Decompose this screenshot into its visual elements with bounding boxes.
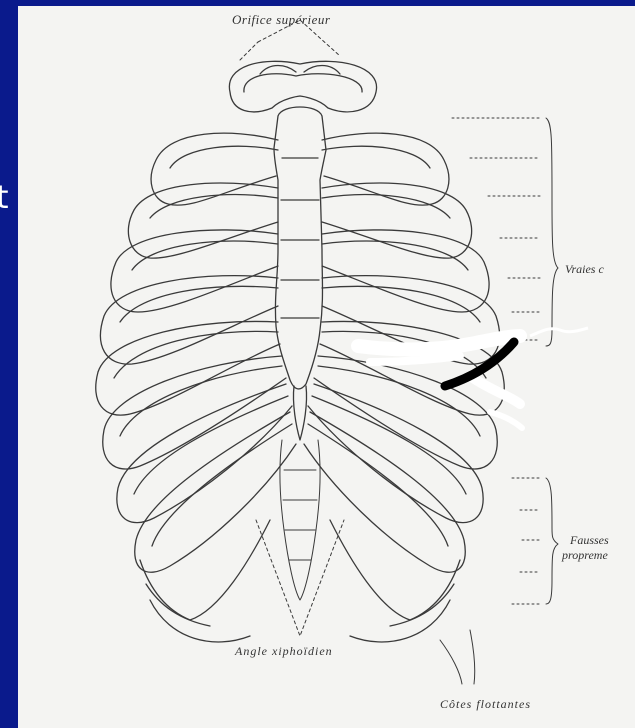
fausses-line-2: propreme bbox=[562, 548, 609, 563]
orifice-label: Orifice supérieur bbox=[232, 12, 330, 28]
fausses-cotes-label: Fausses propreme bbox=[570, 533, 609, 563]
vraies-cotes-label: Vraies c bbox=[565, 262, 604, 277]
angle-xiphoidien-label: Angle xiphoïdien bbox=[235, 644, 333, 659]
fausses-line-1: Fausses bbox=[570, 533, 609, 548]
cotes-flottantes-label: Côtes flottantes bbox=[440, 697, 531, 712]
